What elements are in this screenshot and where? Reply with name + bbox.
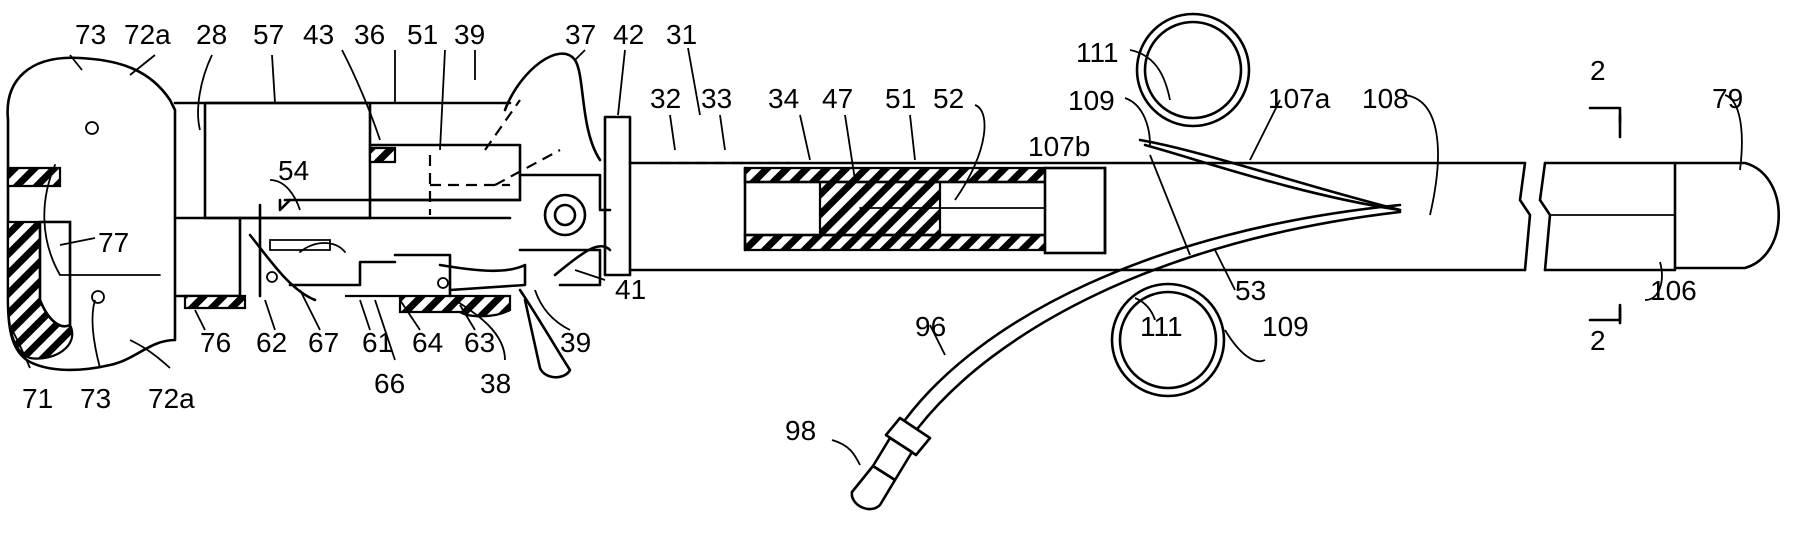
sheath-assembly — [630, 163, 1550, 270]
leader-lines — [12, 48, 1742, 465]
label-63: 63 — [464, 327, 495, 358]
label-52: 52 — [933, 83, 964, 114]
label-34: 34 — [768, 83, 799, 114]
label-66: 66 — [374, 368, 405, 399]
label-61: 61 — [362, 327, 393, 358]
label-section-2-bottom: 2 — [1590, 325, 1606, 356]
label-53: 53 — [1235, 275, 1266, 306]
label-47: 47 — [822, 83, 853, 114]
main-body — [175, 103, 525, 316]
label-38: 38 — [480, 368, 511, 399]
label-109-top: 109 — [1068, 85, 1115, 116]
label-111-top: 111 — [1076, 37, 1119, 68]
label-108: 108 — [1362, 83, 1409, 114]
label-73-top: 73 — [75, 19, 106, 50]
label-96: 96 — [915, 311, 946, 342]
wires — [1140, 140, 1400, 210]
label-107b: 107b — [1028, 131, 1090, 162]
inner-tube — [280, 100, 560, 215]
label-41: 41 — [615, 274, 646, 305]
label-64: 64 — [412, 327, 443, 358]
label-32: 32 — [650, 83, 681, 114]
label-51-top: 51 — [407, 19, 438, 50]
label-51-mid: 51 — [885, 83, 916, 114]
handle-housing — [8, 58, 175, 370]
label-57: 57 — [253, 19, 284, 50]
label-36: 36 — [354, 19, 385, 50]
label-62: 62 — [256, 327, 287, 358]
label-109-bottom: 109 — [1262, 311, 1309, 342]
label-71: 71 — [22, 383, 53, 414]
label-98: 98 — [785, 415, 816, 446]
label-111-bottom: 111 — [1140, 311, 1183, 342]
finger-flange — [505, 54, 610, 378]
label-77: 77 — [98, 227, 129, 258]
label-28: 28 — [196, 19, 227, 50]
label-37: 37 — [565, 19, 596, 50]
label-106: 106 — [1650, 275, 1697, 306]
label-72a-bottom: 72a — [148, 383, 195, 414]
label-39-top: 39 — [454, 19, 485, 50]
label-section-2-top: 2 — [1590, 55, 1606, 86]
label-54: 54 — [278, 155, 309, 186]
tip — [1545, 163, 1779, 270]
label-39-bottom: 39 — [560, 327, 591, 358]
label-79: 79 — [1712, 83, 1743, 114]
label-72a-top: 72a — [124, 19, 171, 50]
label-42: 42 — [613, 19, 644, 50]
label-107a: 107a — [1268, 83, 1331, 114]
label-31: 31 — [666, 19, 697, 50]
label-76: 76 — [200, 327, 231, 358]
label-33: 33 — [701, 83, 732, 114]
label-43: 43 — [303, 19, 334, 50]
label-67: 67 — [308, 327, 339, 358]
label-73-bottom: 73 — [80, 383, 111, 414]
